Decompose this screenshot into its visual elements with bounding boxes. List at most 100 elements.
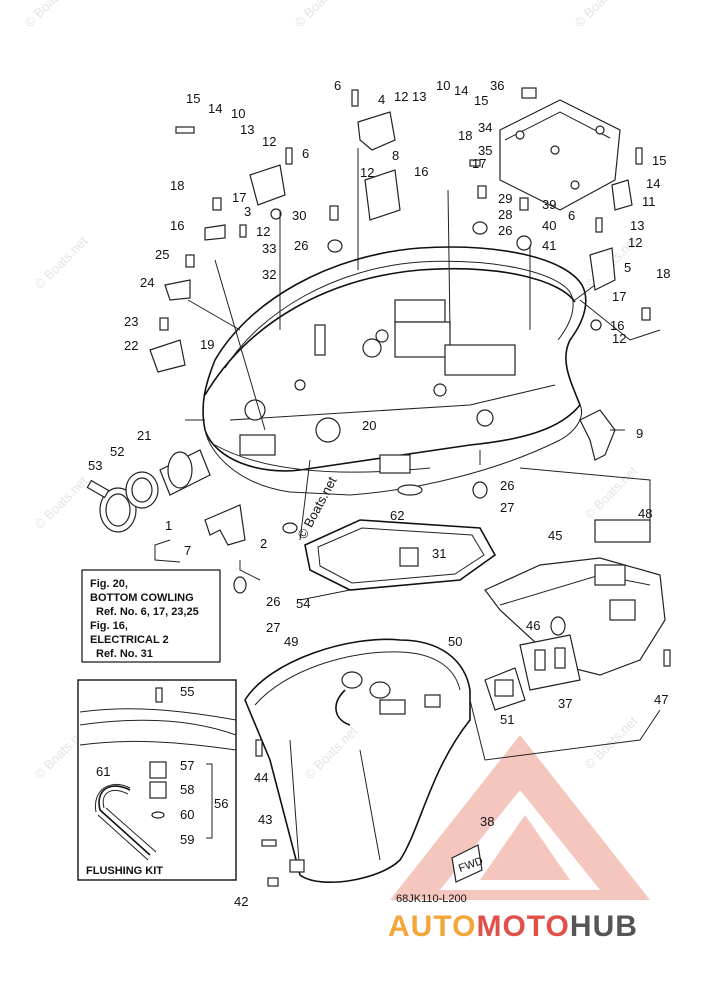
callout-17: 17: [472, 156, 486, 171]
callout-42: 42: [234, 894, 248, 909]
callout-14: 14: [454, 83, 468, 98]
callout-14: 14: [208, 101, 222, 116]
callout-17: 17: [232, 190, 246, 205]
callout-2: 2: [260, 536, 267, 551]
seal-54: [304, 519, 497, 591]
callout-22: 22: [124, 338, 138, 353]
callout-57: 57: [180, 758, 194, 773]
note-line: ELECTRICAL 2: [90, 634, 169, 646]
callout-40: 40: [542, 218, 556, 233]
callout-15: 15: [474, 93, 488, 108]
callout-20: 20: [362, 418, 376, 433]
diagram-code: 68JK110-L200: [396, 893, 467, 905]
callout-19: 19: [200, 337, 214, 352]
callout-44: 44: [254, 770, 268, 785]
callout-49: 49: [284, 634, 298, 649]
callout-21: 21: [137, 428, 151, 443]
watermark: © Boats.net: [32, 233, 91, 292]
callout-45: 45: [548, 528, 562, 543]
flushing-kit-box: FLUSHING KIT: [77, 679, 237, 881]
callout-13: 13: [412, 89, 426, 104]
callout-32: 32: [262, 267, 276, 282]
callout-18: 18: [458, 128, 472, 143]
bracket-3: [249, 164, 286, 206]
watermark: © Boats.net: [294, 474, 339, 542]
clamp-group: [86, 449, 211, 533]
callout-9: 9: [636, 426, 643, 441]
automotohub-logo: AUTOMOTOHUB: [388, 910, 638, 943]
callout-36: 36: [490, 78, 504, 93]
callout-43: 43: [258, 812, 272, 827]
callout-10: 10: [231, 106, 245, 121]
callout-46: 46: [526, 618, 540, 633]
callout-13: 13: [240, 122, 254, 137]
callout-23: 23: [124, 314, 138, 329]
callout-7: 7: [184, 543, 191, 558]
callout-12: 12: [262, 134, 276, 149]
callout-26: 26: [266, 594, 280, 609]
callout-30: 30: [292, 208, 306, 223]
callout-26: 26: [294, 238, 308, 253]
bracket-24: [164, 279, 191, 301]
logo-triangle: [390, 735, 650, 900]
logo-auto: AUTO: [388, 910, 476, 943]
bolts: [157, 87, 671, 887]
callout-16: 16: [414, 164, 428, 179]
flushing-kit-label: FLUSHING KIT: [86, 865, 163, 877]
bracket-16: [204, 224, 226, 241]
callout-24: 24: [140, 275, 154, 290]
callout-58: 58: [180, 782, 194, 797]
note-line: Ref. No. 6, 17, 23,25: [96, 606, 199, 618]
grommet-51: [484, 667, 526, 711]
callout-12: 12: [256, 224, 270, 239]
damper-37: [519, 634, 581, 691]
callout-48: 48: [638, 506, 652, 521]
watermark: © Boats.net: [582, 713, 641, 772]
watermark: © Boats.net: [32, 473, 91, 532]
callout-16: 16: [610, 318, 624, 333]
callout-14: 14: [646, 176, 660, 191]
bracket-4: [357, 111, 401, 221]
callout-10: 10: [436, 78, 450, 93]
callout-60: 60: [180, 807, 194, 822]
callout-15: 15: [186, 91, 200, 106]
callout-51: 51: [500, 712, 514, 727]
callout-27: 27: [500, 500, 514, 515]
callout-12: 12: [612, 331, 626, 346]
leader-lines: [154, 148, 661, 761]
callout-15: 15: [652, 153, 666, 168]
watermark: © Boats.net: [22, 0, 81, 30]
cover-plate-35: [499, 99, 621, 211]
callout-5: 5: [624, 260, 631, 275]
seal-19: [204, 267, 576, 396]
watermark: © Boats.net: [302, 723, 361, 782]
bracket-45: [484, 519, 666, 676]
callout-18: 18: [170, 178, 184, 193]
callout-16: 16: [170, 218, 184, 233]
callout-27: 27: [266, 620, 280, 635]
callout-29: 29: [498, 191, 512, 206]
callout-59: 59: [180, 832, 194, 847]
logo-moto: MOTO: [476, 910, 569, 943]
callout-62: 62: [390, 508, 404, 523]
watermark: © Boats.net: [582, 463, 641, 522]
logo-hub: HUB: [570, 910, 638, 943]
callout-39: 39: [542, 197, 556, 212]
callout-11: 11: [642, 194, 656, 209]
callout-26: 26: [498, 223, 512, 238]
bracket-22: [149, 339, 186, 373]
apron-38: [244, 638, 471, 883]
callout-54: 54: [296, 596, 310, 611]
callout-26: 26: [500, 478, 514, 493]
callout-53: 53: [88, 458, 102, 473]
bracket-9: [579, 409, 616, 461]
watermark: © Boats.net: [292, 0, 351, 30]
callout-33: 33: [262, 241, 276, 256]
callout-12: 12: [628, 235, 642, 250]
svg-text:AUTOMOTOHUB: AUTOMOTOHUB: [388, 910, 638, 943]
callout-3: 3: [244, 204, 251, 219]
bottom-cowling-upper: [202, 246, 587, 496]
callout-1: 1: [165, 518, 172, 533]
callout-31: 31: [432, 546, 446, 561]
